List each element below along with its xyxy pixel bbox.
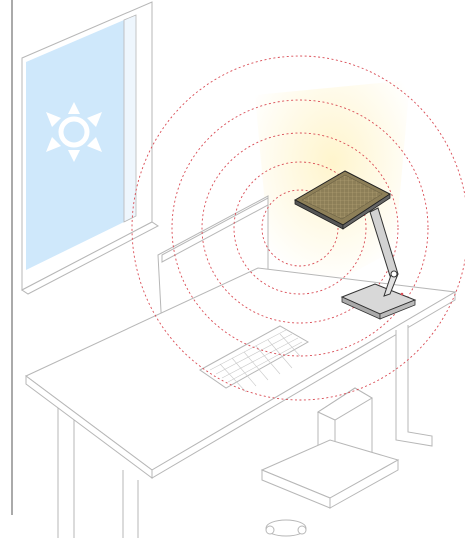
- sun-icon: [46, 102, 102, 162]
- desk-leg-right: [395, 325, 433, 447]
- lamp-base: [340, 283, 417, 320]
- window: [21, 1, 159, 295]
- desk-lamp: [293, 170, 417, 320]
- office-chair: [260, 439, 400, 537]
- wireless-range-rings: [131, 55, 465, 401]
- lamp-head: [293, 170, 391, 230]
- window-sill: [21, 221, 159, 295]
- desk-leg-left: [57, 408, 75, 538]
- lamp-arm: [369, 207, 399, 297]
- desk-leg-center: [122, 470, 139, 538]
